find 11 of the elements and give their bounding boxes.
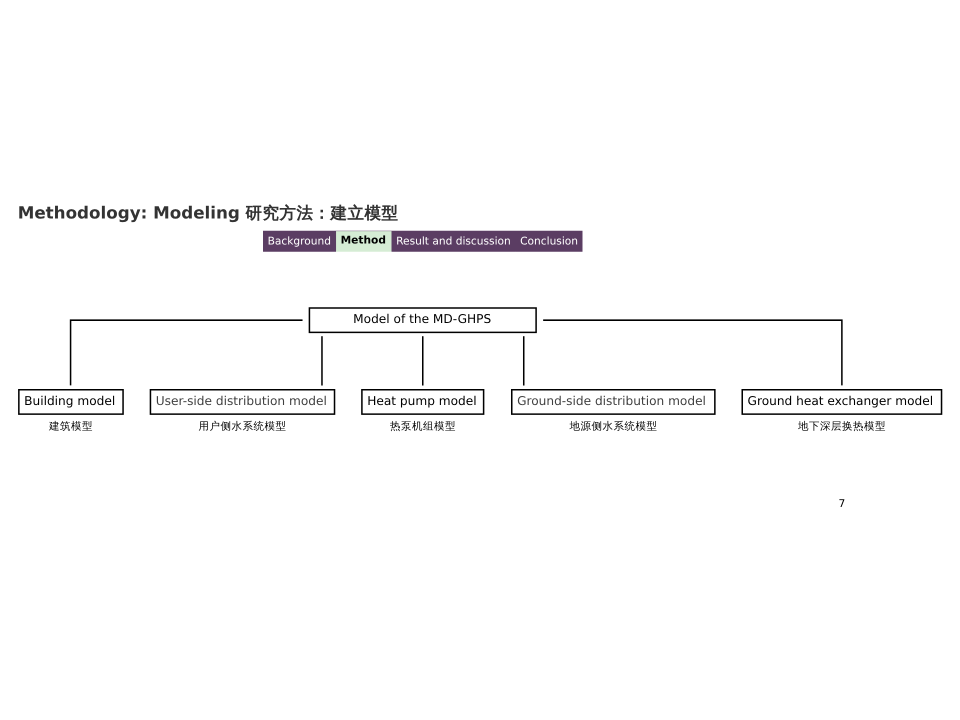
node-label: 地下深层换热模型 — [798, 418, 886, 432]
label: Method — [340, 233, 386, 246]
node-label: 建筑模型 — [48, 418, 93, 432]
label: Result and discussion — [396, 234, 511, 247]
node-label: 地源侧水系统模型 — [570, 418, 658, 432]
node-label: 热泵机组模型 — [390, 418, 456, 432]
label: 7 — [838, 496, 846, 510]
node-label: 用户侧水系统模型 — [198, 418, 287, 432]
label: Background — [268, 234, 331, 247]
label: Conclusion — [520, 234, 578, 247]
diagram-title: Methodology: Modeling 研究方法：建立模型 — [18, 202, 399, 222]
